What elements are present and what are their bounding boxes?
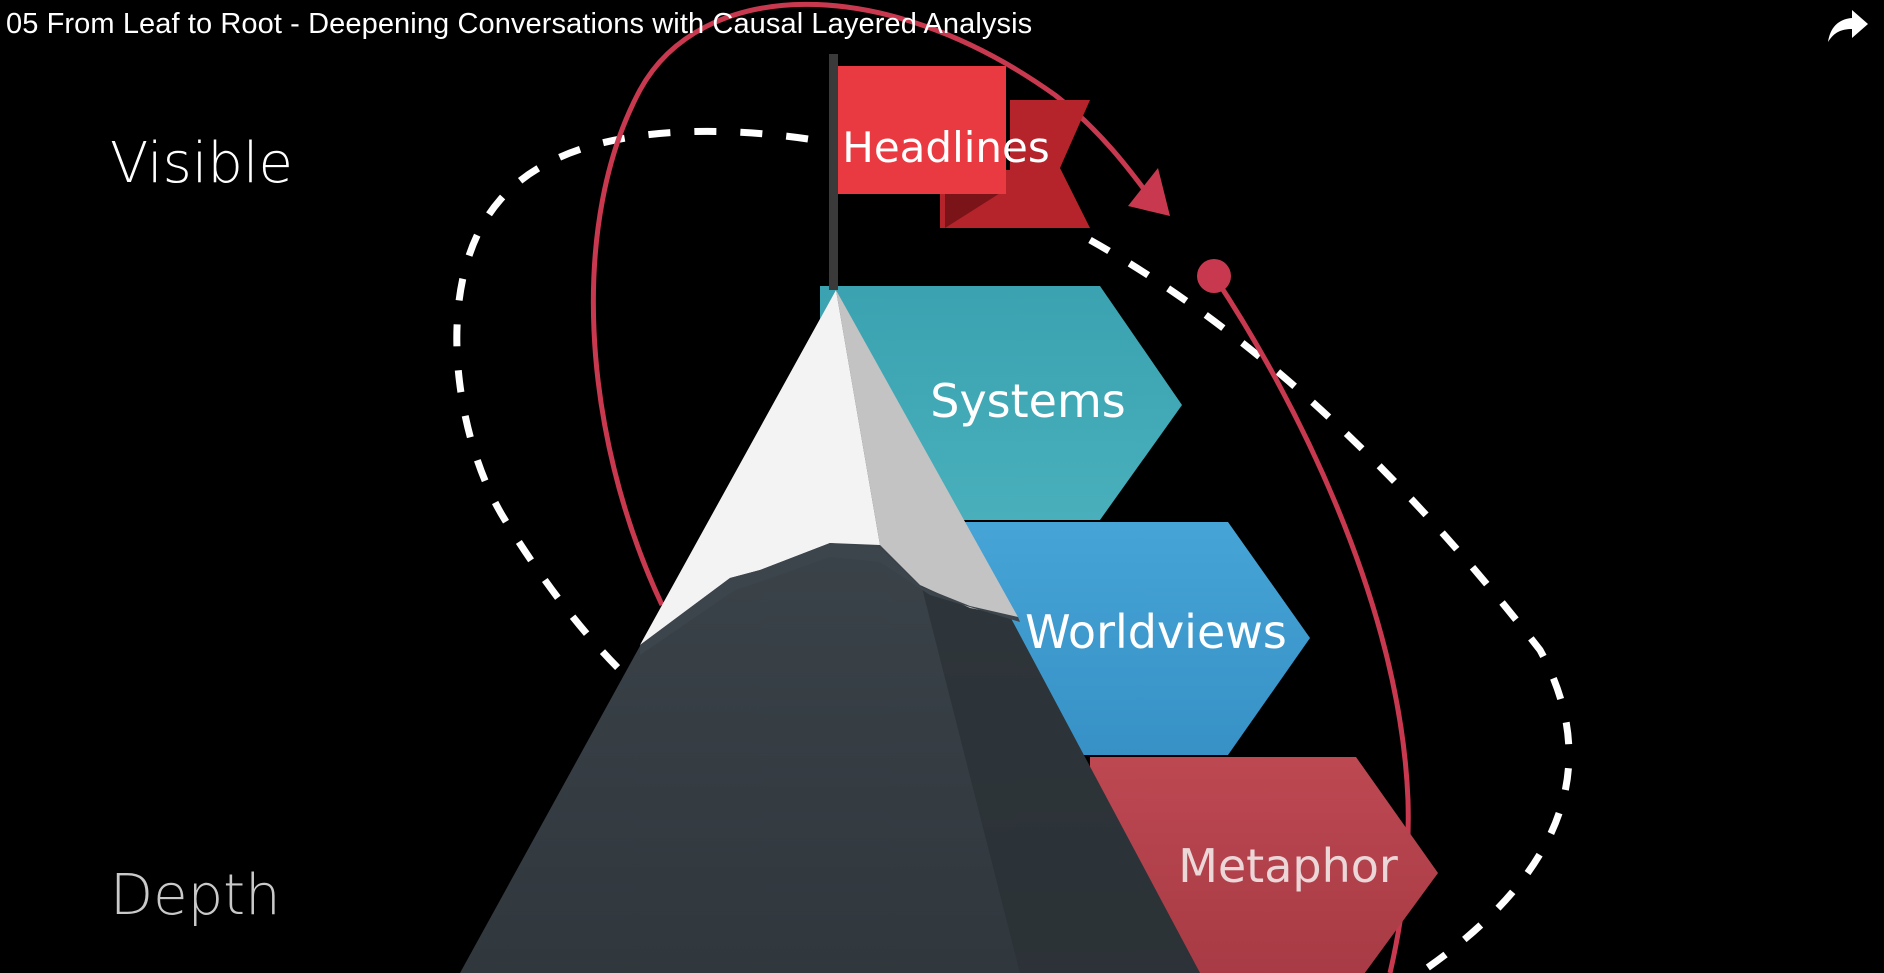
depth-label: Depth [110, 863, 281, 928]
flagpole [829, 54, 838, 290]
layer-metaphor-label: Metaphor [1178, 839, 1398, 893]
loop-arrow-dot [1197, 259, 1231, 293]
share-button[interactable] [1826, 6, 1870, 46]
visible-label: Visible [110, 131, 293, 196]
loop-arrow-arc [590, 1, 1155, 607]
layer-headlines-label: Headlines [842, 123, 1050, 172]
mountain-snow-cap [640, 290, 880, 645]
dashed-loop [453, 127, 1573, 973]
video-title[interactable]: 05 From Leaf to Root - Deepening Convers… [6, 8, 1033, 40]
layer-worldviews-label: Worldviews [1025, 605, 1287, 659]
share-arrow-icon [1828, 10, 1868, 42]
layer-headlines-flag: Headlines [838, 66, 1090, 228]
loop-arrow-head [1128, 168, 1170, 216]
layer-systems-label: Systems [930, 374, 1126, 428]
layer-metaphor-banner: Metaphor [1090, 757, 1438, 973]
mountain [460, 290, 1200, 973]
